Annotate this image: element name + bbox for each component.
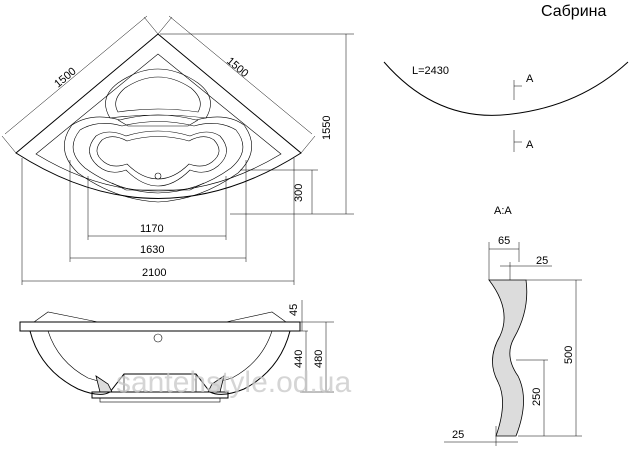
curve-view: L=2430 A A <box>383 61 629 152</box>
front-view: 45 440 480 <box>19 300 334 403</box>
dim-bottom-width: 25 <box>452 429 464 441</box>
dim-depth: 1550 <box>321 116 333 140</box>
dim-width-mid: 1630 <box>140 244 164 256</box>
watermark: santehstyle.od.ua <box>116 366 351 399</box>
section-view: A:A 65 25 500 250 25 <box>444 205 582 446</box>
dim-offset: 300 <box>293 184 305 202</box>
curve-length: L=2430 <box>412 65 449 77</box>
dim-height: 500 <box>563 346 575 364</box>
dim-depth-inner: 440 <box>293 350 305 368</box>
dim-depth-total: 480 <box>313 350 325 368</box>
dim-top-width: 65 <box>498 235 510 247</box>
dim-mid-height: 250 <box>531 388 543 406</box>
dim-side-left: 1500 <box>52 65 78 90</box>
model-title: Сабрина <box>541 3 606 20</box>
section-title: A:A <box>494 205 512 217</box>
dim-width-total: 2100 <box>142 267 166 279</box>
dim-side-right: 1500 <box>224 55 250 80</box>
dim-rim: 45 <box>288 304 300 316</box>
cut-mark-bottom: A <box>526 139 534 151</box>
cut-mark-top: A <box>526 73 534 85</box>
plan-view: 1500 1500 1550 300 1170 1630 2100 <box>1 15 354 285</box>
dim-width-inner: 1170 <box>140 223 164 235</box>
dim-top-lip: 25 <box>536 255 548 267</box>
